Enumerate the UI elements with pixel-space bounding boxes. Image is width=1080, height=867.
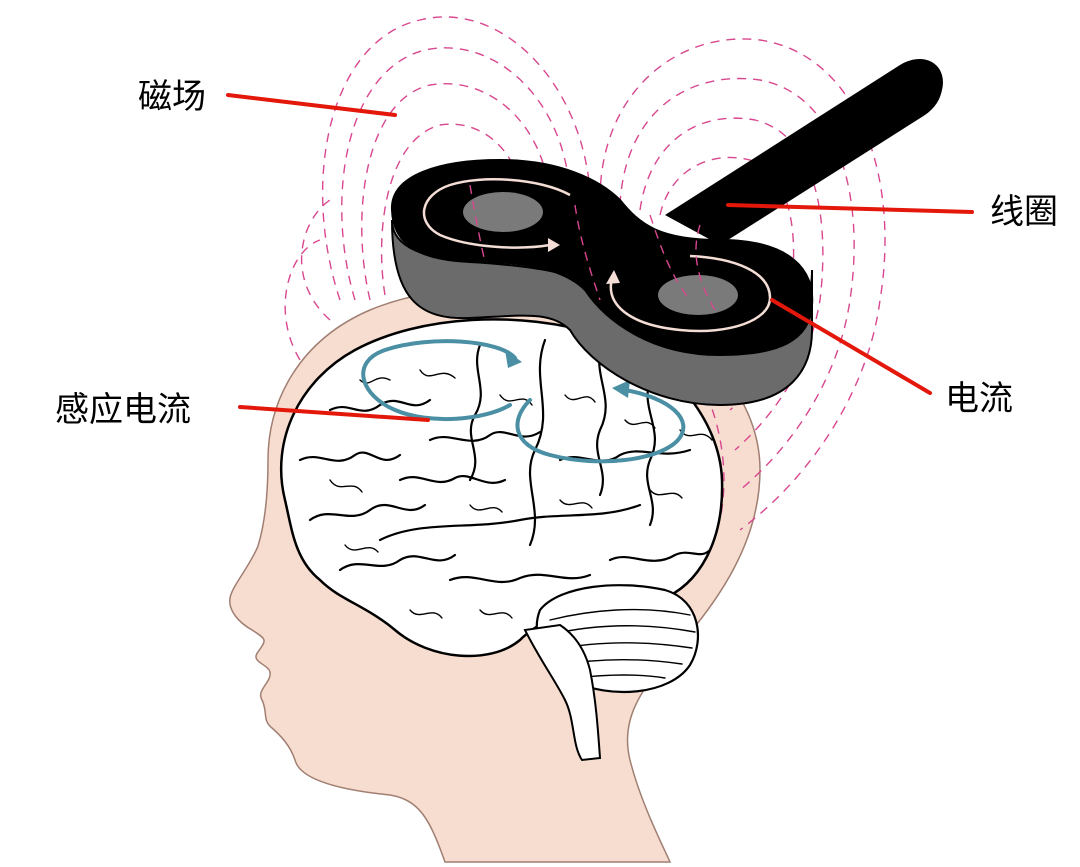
field-line <box>649 214 691 301</box>
coil-hole-right <box>658 275 738 315</box>
brain <box>280 318 724 762</box>
cerebrum <box>280 318 724 658</box>
coil-side <box>391 219 813 407</box>
leader-coil <box>726 203 974 214</box>
label-magnetic-field: 磁场 <box>138 77 206 117</box>
coil-hole-left <box>463 192 543 232</box>
lateral-sulcus <box>378 503 642 542</box>
induced-arrowhead-left <box>505 350 522 368</box>
coil-current-arrow-right <box>609 254 772 333</box>
sulcus-minor <box>409 609 443 619</box>
induced-current-loops <box>361 339 686 464</box>
coil-arrowhead-right <box>606 270 620 284</box>
magnetic-field-lines-over-coil <box>469 184 716 311</box>
label-induced-current: 感应电流 <box>55 390 191 430</box>
label-current: 电流 <box>945 379 1013 419</box>
sulcus-minor <box>564 394 596 403</box>
leader-lines <box>226 93 974 422</box>
leader-current <box>770 298 932 395</box>
coil-handle <box>665 59 943 246</box>
field-line <box>619 77 855 491</box>
sulcus-minor <box>359 377 391 384</box>
field-line <box>469 184 486 263</box>
leader-induced-current <box>238 405 430 422</box>
sulcus <box>298 451 402 462</box>
field-line <box>699 379 725 521</box>
field-line <box>300 199 331 321</box>
sulcus <box>608 548 712 562</box>
sulcus <box>338 553 457 572</box>
sulcus <box>308 503 427 522</box>
brainstem <box>523 623 602 762</box>
sulcus <box>448 573 592 583</box>
field-line <box>284 239 321 361</box>
cerebellum-fold <box>549 608 691 621</box>
leader-magnetic-field <box>226 93 397 117</box>
coil-current-arrow-left <box>422 178 571 249</box>
induced-current-loop-left <box>361 339 517 422</box>
label-coil: 线圈 <box>990 192 1058 232</box>
coil-arrowhead-left <box>548 238 560 252</box>
sulcus-minor <box>329 479 363 493</box>
sulcus-minor <box>469 504 503 513</box>
sulcus <box>558 448 692 462</box>
induced-current-loop-right <box>515 388 686 464</box>
field-line <box>361 83 551 301</box>
field-line <box>341 47 571 301</box>
sulcus <box>596 348 607 497</box>
field-line <box>321 16 591 301</box>
sulcus-minor <box>479 609 513 619</box>
sulcus-minor <box>559 499 593 509</box>
sulcus-minor <box>344 544 379 553</box>
sulcus <box>398 475 507 484</box>
field-line <box>695 224 716 311</box>
sulcus <box>646 378 656 527</box>
sulcus-minor <box>649 489 683 499</box>
field-line <box>659 156 795 411</box>
sulcus <box>428 430 542 442</box>
induced-arrowhead-right <box>612 380 630 398</box>
field-line <box>574 204 601 301</box>
tms-coil <box>390 59 943 407</box>
sulcus-minor <box>624 419 656 429</box>
sulcus <box>328 398 432 412</box>
sulcus-minor <box>419 369 456 379</box>
